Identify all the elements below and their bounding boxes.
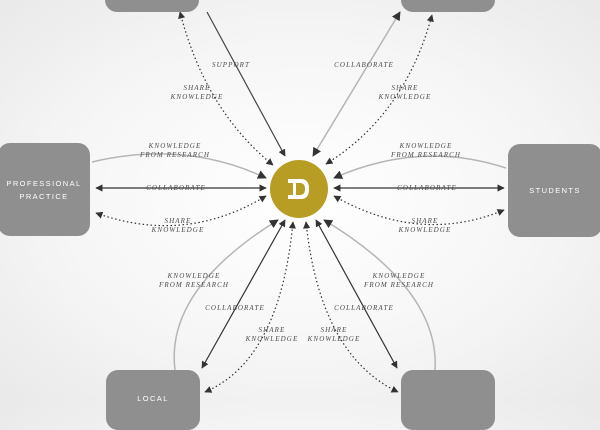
label-collaborate-bottom-right: COLLABORATE <box>334 304 394 312</box>
d-logo-icon <box>288 179 309 199</box>
arrow-share-knowledge-right <box>333 195 505 226</box>
label-knowledge-research-right: KNOWLEDGE FROM RESEARCH <box>390 142 462 159</box>
arrow-knowledge-research-right <box>333 155 507 179</box>
node-students-label: STUDENTS <box>529 186 581 195</box>
label-support: SUPPORT <box>211 61 251 69</box>
arrow-knowledge-research-left <box>91 153 267 179</box>
node-top-left <box>105 0 199 12</box>
node-students: STUDENTS <box>508 144 600 237</box>
arrow-share-knowledge-bottom-left <box>204 221 296 393</box>
node-local-label: LOCAL <box>137 394 169 403</box>
node-bottom-right <box>401 370 495 430</box>
label-collaborate-right: COLLABORATE <box>397 184 457 192</box>
label-share-knowledge-left: SHARE KNOWLEDGE <box>151 217 205 234</box>
node-professional-practice-label: PROFESSIONAL PRACTICE <box>6 178 82 201</box>
arrow-collaborate-bottom-left <box>201 219 286 369</box>
arrow-collaborate-bottom-right <box>315 219 398 369</box>
label-share-knowledge-top-left: SHARE KNOWLEDGE <box>170 84 224 101</box>
arrow-knowledge-research-bottom-left <box>173 219 279 371</box>
label-knowledge-research-bottom-right: KNOWLEDGE FROM RESEARCH <box>363 272 435 289</box>
node-local: LOCAL <box>106 370 200 430</box>
label-share-knowledge-top-right: SHARE KNOWLEDGE <box>378 84 432 101</box>
hub-logo <box>270 160 328 218</box>
label-share-knowledge-right: SHARE KNOWLEDGE <box>398 217 452 234</box>
label-collaborate-top-right: COLLABORATE <box>334 61 394 69</box>
label-knowledge-research-bottom-left: KNOWLEDGE FROM RESEARCH <box>158 272 230 289</box>
label-share-knowledge-bottom-left: SHARE KNOWLEDGE <box>245 326 299 343</box>
label-share-knowledge-bottom-right: SHARE KNOWLEDGE <box>307 326 361 343</box>
node-top-right <box>401 0 495 12</box>
label-collaborate-left: COLLABORATE <box>146 184 206 192</box>
connection-arrows <box>91 11 507 393</box>
label-knowledge-research-left: KNOWLEDGE FROM RESEARCH <box>139 142 211 159</box>
arrow-share-knowledge-top-left <box>178 11 274 166</box>
arrow-share-knowledge-left <box>95 195 267 227</box>
node-professional-practice: PROFESSIONAL PRACTICE <box>0 143 90 236</box>
label-collaborate-bottom-left: COLLABORATE <box>205 304 265 312</box>
arrow-share-knowledge-bottom-right <box>303 221 399 393</box>
arrow-knowledge-research-bottom-right <box>323 219 436 371</box>
